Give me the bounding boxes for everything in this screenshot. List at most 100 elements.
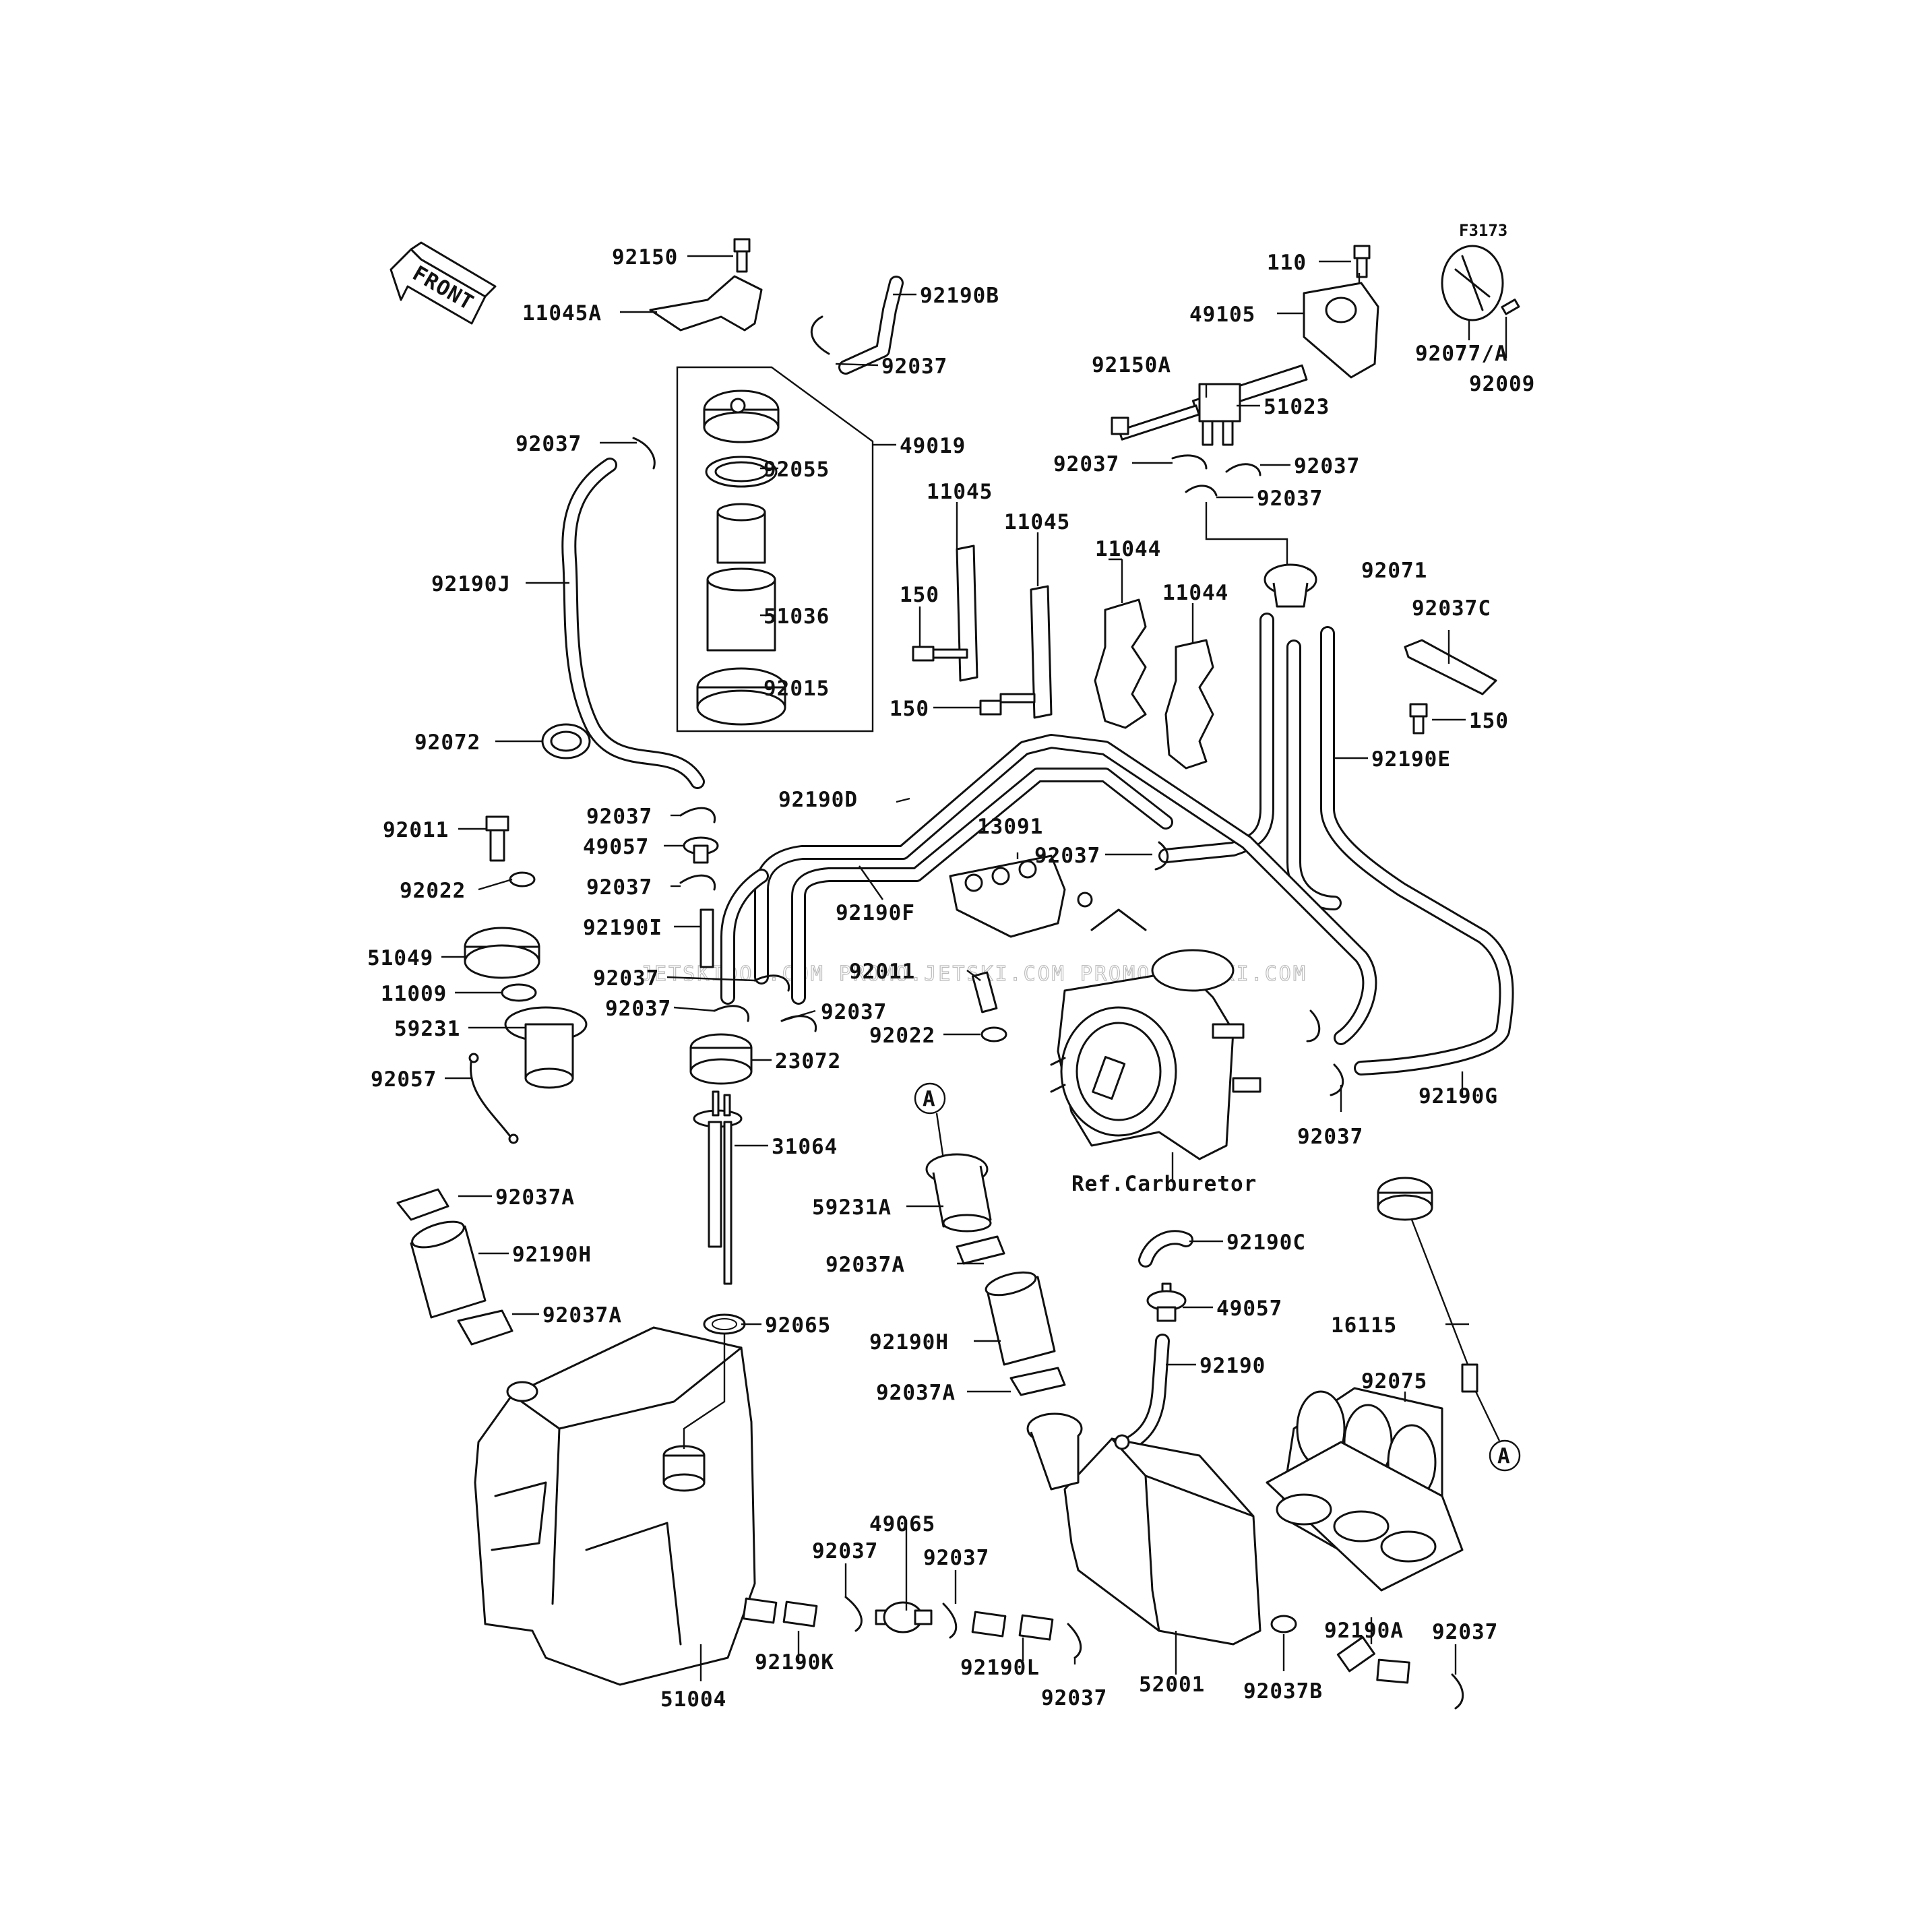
hose-92190H-icon [410, 1220, 487, 1319]
label-92011: 92011 [849, 960, 915, 984]
label-92037: 92037 [1041, 1686, 1107, 1710]
clip-icon [679, 874, 716, 891]
clamp-strip-icon [956, 544, 978, 682]
label-92011: 92011 [383, 818, 449, 842]
label-92190: 92190 [1199, 1354, 1266, 1378]
filler-spout-icon [662, 1445, 706, 1492]
front-arrow-icon: FRONT [389, 241, 497, 325]
label-92037A: 92037A [542, 1303, 622, 1328]
label-92037A: 92037A [876, 1381, 956, 1405]
nut-icon [464, 927, 540, 979]
fuel-cap-gauge-icon [1377, 1177, 1478, 1393]
reserve-tank-icon [1026, 1412, 1261, 1646]
filler-neck-icon [504, 1006, 588, 1089]
label-92077A: 92077/A [1415, 342, 1508, 366]
label-92190K: 92190K [755, 1650, 834, 1675]
label-92190C: 92190C [1226, 1230, 1306, 1255]
label-92037: 92037 [923, 1546, 989, 1570]
label-92190F: 92190F [836, 901, 915, 925]
clamp-strip-icon [1030, 585, 1053, 719]
clip-icon [632, 437, 656, 470]
label-92190D: 92190D [778, 788, 858, 812]
hose-band-icon [396, 1188, 449, 1221]
washer-icon [980, 1026, 1007, 1042]
label-31064: 31064 [772, 1135, 838, 1159]
screw-icon [1409, 703, 1428, 735]
hose-clamp-13091-icon [949, 854, 1066, 938]
hose-band-icon [956, 1235, 1005, 1265]
label-51023: 51023 [1264, 395, 1330, 419]
label-92190B: 92190B [920, 284, 999, 308]
grommet-icon [1264, 563, 1317, 608]
clip-icon [942, 1602, 958, 1639]
label-110: 110 [1267, 251, 1307, 275]
label-59231: 59231 [394, 1017, 460, 1041]
label-92190H: 92190H [512, 1243, 592, 1267]
label-150: 150 [890, 697, 929, 721]
label-11009: 11009 [381, 982, 447, 1006]
label-92037: 92037 [1432, 1620, 1498, 1644]
fuel-tank-icon [474, 1326, 756, 1686]
label-ref-carburetor: Ref.Carburetor [1071, 1172, 1257, 1196]
label-51036: 51036 [764, 604, 830, 629]
label-49105: 49105 [1189, 303, 1255, 327]
label-92037: 92037 [586, 805, 652, 829]
label-92190J: 92190J [431, 572, 511, 596]
label-59231A: 59231A [812, 1195, 892, 1220]
fuel-gauge-sender-icon [693, 1090, 743, 1285]
screw-icon [912, 646, 968, 662]
screw-icon [1501, 299, 1520, 315]
hose-clamp-icon [1094, 598, 1147, 729]
hose-band-icon [1009, 1367, 1066, 1396]
cable-icon [470, 1057, 513, 1140]
label-11045: 11045 [1004, 510, 1070, 534]
label-49057: 49057 [583, 835, 649, 859]
label-13091: 13091 [977, 815, 1043, 839]
bolt-icon [733, 238, 751, 273]
label-92037B: 92037B [1243, 1679, 1323, 1704]
label-92150A: 92150A [1092, 353, 1171, 377]
callout-A: A [923, 1087, 936, 1111]
filter-cap-icon [703, 389, 780, 443]
label-92057: 92057 [371, 1067, 437, 1092]
bracket-icon [649, 275, 763, 332]
screw-icon [979, 693, 1036, 716]
clip-icon [1154, 841, 1169, 871]
hose-clamp-icon [1270, 1615, 1297, 1633]
label-92190G: 92190G [1419, 1084, 1498, 1109]
clip-icon [1330, 1063, 1344, 1096]
label-52001: 52001 [1139, 1673, 1205, 1697]
label-23072: 23072 [775, 1049, 841, 1073]
label-92037A: 92037A [825, 1253, 905, 1277]
label-92037: 92037 [516, 432, 582, 456]
fitting-icon [971, 971, 998, 1014]
part-labels: 92150 11045A 92190B 92037 49019 92055 51… [367, 245, 1535, 1712]
filler-neck-59231A-icon [925, 1153, 992, 1233]
callout-A-circle [1489, 1439, 1521, 1472]
label-92190I: 92190I [583, 916, 662, 940]
figure-id: F3173 [1459, 221, 1507, 240]
callout-A-circle [914, 1082, 946, 1115]
label-92075: 92075 [1361, 1369, 1427, 1394]
clip-icon [810, 315, 830, 355]
label-92037: 92037 [1294, 454, 1360, 478]
clip-icon [844, 1596, 863, 1632]
label-92190H: 92190H [869, 1330, 949, 1354]
label-92037: 92037 [586, 875, 652, 900]
heat-shield-icon [1266, 1387, 1464, 1592]
label-92009: 92009 [1469, 372, 1535, 396]
clip-icon [753, 974, 790, 992]
label-92022: 92022 [869, 1024, 935, 1048]
clip-icon [1225, 463, 1261, 476]
leader-lines [441, 255, 1507, 1681]
label-92150: 92150 [612, 245, 678, 270]
fuel-filter-49065-icon [875, 1601, 933, 1633]
label-92072: 92072 [414, 730, 480, 755]
label-150: 150 [900, 583, 939, 607]
label-11044: 11044 [1162, 581, 1228, 605]
label-92015: 92015 [764, 677, 830, 701]
hose-band-icon [457, 1309, 513, 1346]
label-92037: 92037 [881, 354, 947, 379]
label-92037: 92037 [1297, 1125, 1363, 1149]
